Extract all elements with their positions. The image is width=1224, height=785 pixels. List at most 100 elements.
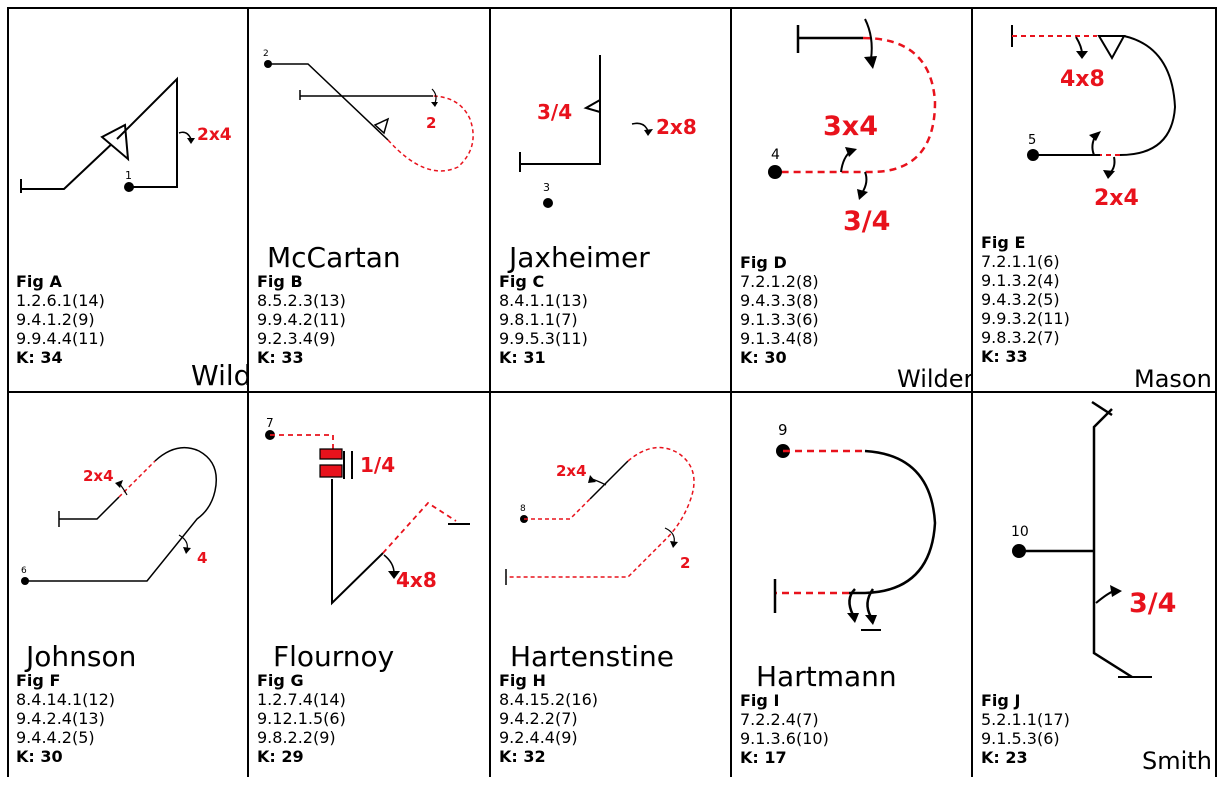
figure-cell-d: 4 3x4 3/4 Fig D 7.2.1.2(8) 9.4.3.3(8) 9.… [731, 7, 971, 392]
figure-cell-i: 9 Hartmann Fig I 7.2.2.4(7) 9.1.3.6(10) … [731, 393, 971, 777]
node-number: 8 [520, 504, 526, 514]
turn-arrow [631, 122, 649, 132]
path-line [864, 449, 937, 595]
turn-arrow [861, 171, 868, 194]
code-line: 9.4.3.2(5) [981, 290, 1060, 309]
k-score: K: 30 [16, 747, 63, 766]
person-name: Hartmann [756, 660, 897, 693]
fig-text: Fig F 8.4.14.1(12) 9.4.2.4(13) 9.4.4.2(5… [16, 671, 115, 766]
arrow-head [1076, 51, 1088, 59]
diagram-b: 2 2 [263, 49, 474, 172]
code-line: 9.2.3.4(9) [257, 329, 336, 348]
valve-symbol [1097, 35, 1126, 61]
start-node [768, 165, 782, 179]
person-name: Hartenstine [510, 640, 674, 673]
code-line: 8.5.2.3(13) [257, 291, 346, 310]
fig-text: Fig J 5.2.1.1(17) 9.1.5.3(6) K: 23 [981, 691, 1070, 767]
fig-title: Fig J [981, 691, 1021, 710]
code-line: 1.2.6.1(14) [16, 291, 105, 310]
fig-title: Fig H [499, 671, 546, 690]
code-line: 9.8.2.2(9) [257, 728, 336, 747]
diagram-d: 4 3x4 3/4 [768, 18, 937, 237]
turn-label: 4 [197, 549, 207, 567]
k-score: K: 31 [499, 348, 546, 367]
diagram-i: 9 [773, 421, 937, 631]
turn-arrow [864, 18, 873, 60]
start-node [124, 182, 134, 192]
person-name: Smith [1142, 747, 1212, 775]
valve-symbol [373, 117, 390, 135]
node-number: 2 [263, 49, 269, 59]
arrow-head [187, 138, 195, 144]
node-number: 10 [1011, 524, 1029, 540]
turn-arrow [1109, 156, 1116, 174]
code-line: 9.4.1.2(9) [16, 310, 95, 329]
valve-symbol [100, 123, 130, 162]
code-line: 9.1.3.4(8) [740, 329, 819, 348]
diagram-h: 8 2x4 2 [505, 446, 695, 585]
figure-cell-g: 7 1/4 4x8 Flournoy Fig G 1.2.7.4(14) 9.1… [248, 393, 489, 777]
divider [7, 391, 1217, 393]
valve-label: 3/4 [537, 100, 572, 124]
path-line [25, 446, 217, 582]
code-line: 8.4.15.2(16) [499, 690, 598, 709]
dashed-path [506, 446, 695, 578]
turn-arrow [848, 588, 856, 616]
turn-label: 2x4 [1094, 186, 1139, 211]
figure-cell-j: 10 3/4 Fig J 5.2.1.1(17) 9.1.5.3(6) K: 2… [972, 393, 1217, 777]
turn-label: 2x8 [656, 115, 697, 139]
fig-title: Fig E [981, 233, 1026, 252]
k-score: K: 17 [740, 748, 787, 767]
code-line: 9.1.3.2(4) [981, 271, 1060, 290]
diagram-e: 5 4x8 2x4 [1011, 25, 1177, 211]
path-line [589, 460, 629, 500]
dashed-path [382, 501, 457, 554]
arrow-head [431, 102, 438, 107]
k-score: K: 32 [499, 747, 546, 766]
code-line: 9.2.4.4(9) [499, 728, 578, 747]
fig-text: Fig C 8.4.1.1(13) 9.8.1.1(7) 9.9.5.3(11)… [499, 272, 588, 367]
arrow-head [857, 189, 868, 200]
fig-title: Fig A [16, 272, 62, 291]
turn-label: 3/4 [843, 206, 890, 237]
dashed-path [270, 434, 334, 449]
start-node [1027, 149, 1039, 161]
code-line: 9.4.2.4(13) [16, 709, 105, 728]
turn-label: 2x4 [83, 467, 114, 485]
fig-title: Fig I [740, 691, 780, 710]
person-name: Wilder [897, 365, 971, 392]
node-number: 9 [778, 421, 788, 439]
turn-label: 4x8 [396, 568, 437, 592]
person-name: Jaxheimer [509, 241, 650, 274]
path-end [1091, 400, 1113, 417]
turn-label: 3x4 [823, 111, 878, 142]
turn-arrow [664, 527, 675, 544]
code-line: 1.2.7.4(14) [257, 690, 346, 709]
fitting-symbol [319, 448, 343, 460]
path-line [20, 138, 118, 193]
code-line: 9.9.4.2(11) [257, 310, 346, 329]
fig-title: Fig C [499, 272, 545, 291]
path-line [58, 496, 120, 527]
code-line: 9.8.1.1(7) [499, 310, 578, 329]
diagram-c: 3 3/4 2x8 [519, 55, 697, 208]
fig-text: Fig B 8.5.2.3(13) 9.9.4.2(11) 9.2.3.4(9)… [257, 272, 346, 367]
code-line: 9.4.3.3(8) [740, 291, 819, 310]
fig-title: Fig G [257, 671, 304, 690]
turn-label: 3/4 [1129, 588, 1176, 619]
code-line: 9.9.5.3(11) [499, 329, 588, 348]
fig-text: Fig D 7.2.1.2(8) 9.4.3.3(8) 9.1.3.3(6) 9… [740, 253, 819, 367]
diagram-g: 7 1/4 4x8 [265, 416, 470, 606]
node-number: 6 [21, 566, 27, 576]
path-line [519, 55, 601, 172]
valve-label: 4x8 [1060, 67, 1105, 92]
start-node [543, 198, 553, 208]
figure-cell-a: 1 2x4 Fig A 1.2.6.1(14) 9.4.1.2(9) 9.9.4… [7, 7, 247, 392]
arrow-head [1110, 585, 1122, 597]
code-line: 5.2.1.1(17) [981, 710, 1070, 729]
fig-text: Fig I 7.2.2.4(7) 9.1.3.6(10) K: 17 [740, 691, 829, 767]
code-line: 9.1.3.6(10) [740, 729, 829, 748]
start-node [21, 577, 29, 585]
arrow-head [1103, 170, 1115, 179]
dashed-path [387, 95, 474, 172]
